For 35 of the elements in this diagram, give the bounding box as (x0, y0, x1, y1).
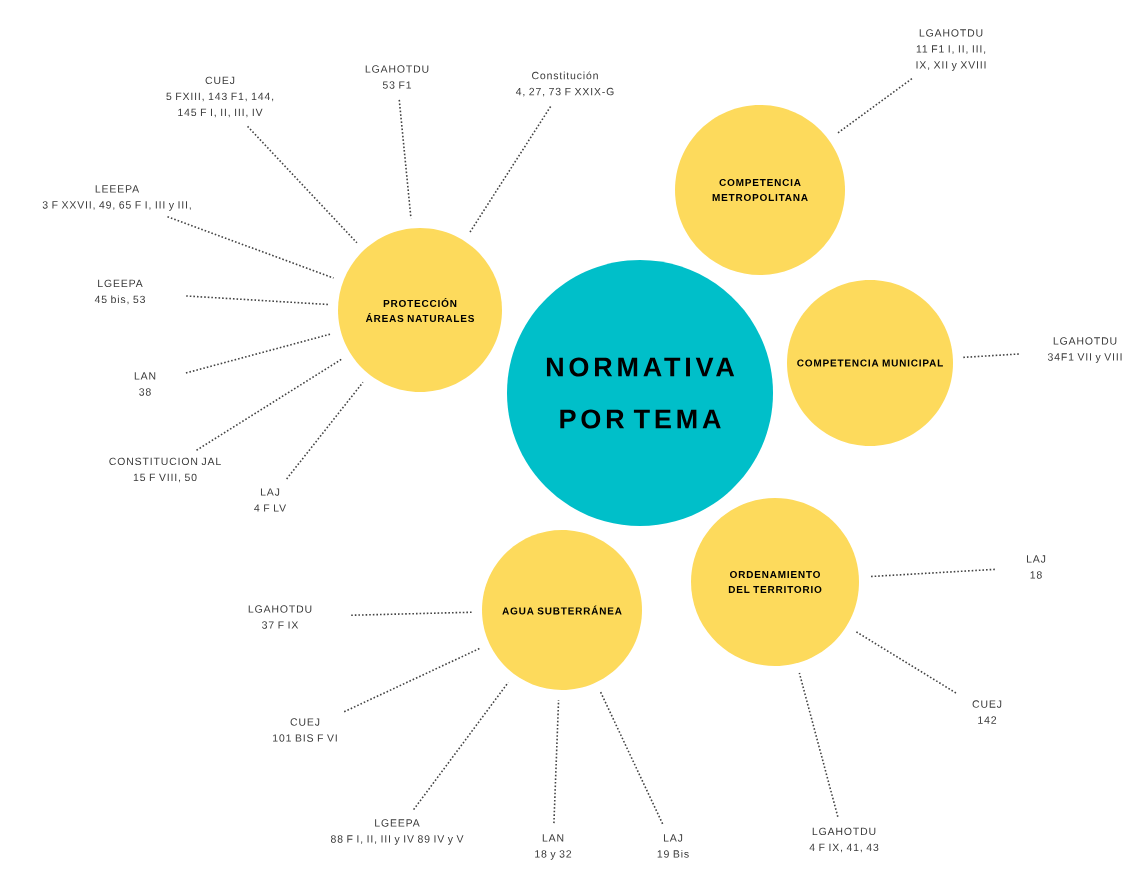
reference-label: LAN 38 (134, 372, 156, 396)
leader-line (469, 105, 552, 234)
reference-label: LAJ 18 (1027, 555, 1046, 579)
reference-label: CUEJ 101 BIS F VI (273, 718, 337, 742)
reference-label: LGAHOTDU 53 F1 (365, 65, 429, 89)
reference-label: LGAHOTDU 34F1 VII y VIII (1047, 337, 1122, 363)
leader-line (412, 681, 509, 811)
reference-label: LAN 18 y 32 (535, 834, 572, 860)
leader-line (195, 358, 343, 452)
leader-line (553, 699, 560, 824)
reference-label: CONSTITUCION JAL 15 F VIII, 50 (109, 457, 221, 483)
leader-line (166, 215, 335, 279)
reference-label: CUEJ 5 FXIII, 143 F1, 144, 145 F I, II, III, IV (166, 76, 274, 118)
leader-line (868, 568, 996, 578)
leader-line (185, 333, 332, 374)
reference-label: CUEJ 142 (972, 700, 1002, 724)
leader-line (798, 672, 839, 818)
leader-line (285, 381, 364, 480)
reference-label: LAJ 19 Bis (657, 834, 689, 858)
reference-label: LAJ 4 F LV (254, 488, 286, 512)
reference-label: LEEEPA 3 F XXVII, 49, 65 F I, III y III, (42, 185, 191, 211)
reference-label: Constitución 4, 27, 73 F XXIX-G (515, 71, 614, 97)
leader-line (343, 647, 482, 713)
reference-label: LGAHOTDU 37 F IX (248, 605, 312, 629)
leader-line (350, 611, 473, 617)
reference-label: LGAHOTDU 4 F IX, 41, 43 (809, 827, 879, 853)
reference-label: LGEEPA 45 bis, 53 (94, 279, 145, 305)
leader-line (246, 125, 358, 244)
leader-line (599, 690, 664, 825)
leader-line (185, 295, 329, 306)
leader-line (962, 353, 1020, 359)
reference-label: LGAHOTDU 11 F1 I, II, III, IX, XII y XVIII (916, 29, 986, 71)
leader-line (836, 77, 913, 135)
leader-line (854, 630, 957, 694)
reference-label: LGEEPA 88 F I, II, III y IV 89 IV y V (330, 819, 464, 845)
